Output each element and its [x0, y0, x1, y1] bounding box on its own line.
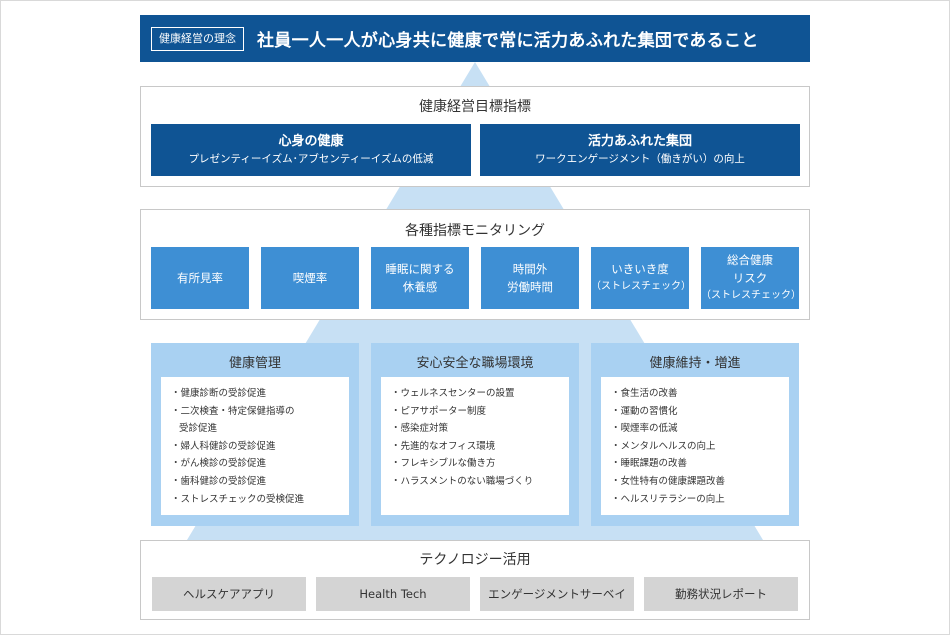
- list-item: ・フレキシブルな働き方: [391, 458, 496, 470]
- list-item: ・ハラスメントのない職場づくり: [391, 475, 534, 487]
- monitor-smoking-rate: 喫煙率: [261, 247, 359, 309]
- list-item: ・メンタルヘルスの向上: [611, 440, 716, 452]
- goals-title: 健康経営目標指標: [419, 99, 531, 115]
- list-item: ・健康診断の受診促進: [171, 388, 267, 399]
- monitor-label: 有所見率: [177, 271, 223, 285]
- pillar-list: ・健康診断の受診促進 ・二次検査・特定保健指導の 受診促進 ・婦人科健診の受診促…: [161, 377, 349, 515]
- pillar-title: 安心安全な職場環境: [416, 356, 534, 371]
- list-item: ・運動の習慣化: [611, 405, 678, 417]
- pillar-title: 健康維持・増進: [649, 356, 741, 371]
- goals-section: 健康経営目標指標 心身の健康 プレゼンティーイズム･アブセンティーイズムの低減 …: [140, 86, 810, 187]
- list-item: ・ヘルスリテラシーの向上: [611, 493, 725, 505]
- list-item: ・睡眠課題の改善: [611, 458, 688, 470]
- list-item: ・婦人科健診の受診促進: [171, 440, 276, 452]
- list-item: ・食生活の改善: [611, 388, 678, 399]
- monitor-label-3: （ストレスチェック）: [701, 290, 801, 301]
- philosophy-text: 社員一人一人が心身共に健康で常に活力あふれた集団であること: [257, 31, 759, 51]
- monitor-label: 時間外: [512, 262, 548, 276]
- monitor-label: いきいき度: [611, 262, 669, 276]
- monitor-finding-rate: 有所見率: [151, 247, 249, 309]
- list-item: ・ウェルネスセンターの設置: [391, 388, 515, 399]
- list-item: ・先進的なオフィス環境: [391, 440, 496, 452]
- pillar-health-promotion: 健康維持・増進 ・食生活の改善 ・運動の習慣化 ・喫煙率の低減 ・メンタルヘルス…: [591, 343, 799, 526]
- pillar-list: ・食生活の改善 ・運動の習慣化 ・喫煙率の低減 ・メンタルヘルスの向上 ・睡眠課…: [601, 377, 789, 515]
- list-item: ・ピアサポーター制度: [391, 405, 487, 417]
- monitor-label-2: 労働時間: [507, 280, 553, 294]
- goal-title: 活力あふれた集団: [587, 134, 692, 149]
- monitoring-section: 各種指標モニタリング 有所見率 喫煙率 睡眠に関する 休養感 時間外 労働時間 …: [140, 209, 810, 320]
- monitor-sleep-rest: 睡眠に関する 休養感: [371, 247, 469, 309]
- monitor-overtime-hours: 時間外 労働時間: [481, 247, 579, 309]
- list-item: ・女性特有の健康課題改善: [611, 475, 726, 487]
- monitor-label-2: 休養感: [402, 280, 438, 294]
- philosophy-banner: 健康経営の理念 社員一人一人が心身共に健康で常に活力あふれた集団であること: [140, 15, 810, 62]
- list-item: ・歯科健診の受診促進: [171, 475, 267, 487]
- monitor-label-2: リスク: [732, 271, 768, 285]
- tech-work-status-report: 勤務状況レポート: [644, 577, 798, 611]
- monitor-label: 総合健康: [727, 253, 773, 267]
- list-item: ・ストレスチェックの受検促進: [171, 493, 305, 505]
- pillar-health-management: 健康管理 ・健康診断の受診促進 ・二次検査・特定保健指導の 受診促進 ・婦人科健…: [151, 343, 359, 526]
- philosophy-tag: 健康経営の理念: [151, 26, 244, 51]
- tech-healthcare-app: ヘルスケアアプリ: [152, 577, 306, 611]
- list-item: ・がん検診の受診促進: [171, 458, 267, 470]
- list-item: ・喫煙率の低減: [611, 423, 678, 435]
- pillar-safe-workplace: 安心安全な職場環境 ・ウェルネスセンターの設置 ・ピアサポーター制度 ・感染症対…: [371, 343, 579, 526]
- monitor-vitality-level: いきいき度 （ストレスチェック）: [591, 247, 691, 309]
- goal-title: 心身の健康: [278, 134, 344, 149]
- tech-engagement-survey: エンゲージメントサーベイ: [480, 577, 634, 611]
- goal-subtitle: ワークエンゲージメント（働きがい）の向上: [535, 153, 745, 165]
- tech-health-tech: Health Tech: [316, 577, 470, 611]
- list-item: 受診促進: [179, 423, 218, 435]
- technology-section: テクノロジー活用 ヘルスケアアプリ Health Tech エンゲージメントサー…: [140, 540, 810, 620]
- goal-subtitle: プレゼンティーイズム･アブセンティーイズムの低減: [188, 153, 434, 165]
- monitor-label: 睡眠に関する: [385, 262, 455, 276]
- monitor-total-health-risk: 総合健康 リスク （ストレスチェック）: [701, 247, 801, 309]
- monitor-label-2: （ストレスチェック）: [591, 281, 691, 292]
- goal-box-mental-physical-health: 心身の健康 プレゼンティーイズム･アブセンティーイズムの低減: [151, 124, 471, 176]
- technology-title: テクノロジー活用: [419, 552, 531, 568]
- pillar-list: ・ウェルネスセンターの設置 ・ピアサポーター制度 ・感染症対策 ・先進的なオフィ…: [381, 377, 569, 515]
- monitor-label: 喫煙率: [292, 271, 328, 285]
- pillar-title: 健康管理: [228, 356, 281, 371]
- list-item: ・感染症対策: [391, 423, 449, 435]
- list-item: ・二次検査・特定保健指導の: [171, 405, 295, 417]
- goal-box-vibrant-group: 活力あふれた集団 ワークエンゲージメント（働きがい）の向上: [480, 124, 800, 176]
- monitoring-title: 各種指標モニタリング: [405, 223, 545, 239]
